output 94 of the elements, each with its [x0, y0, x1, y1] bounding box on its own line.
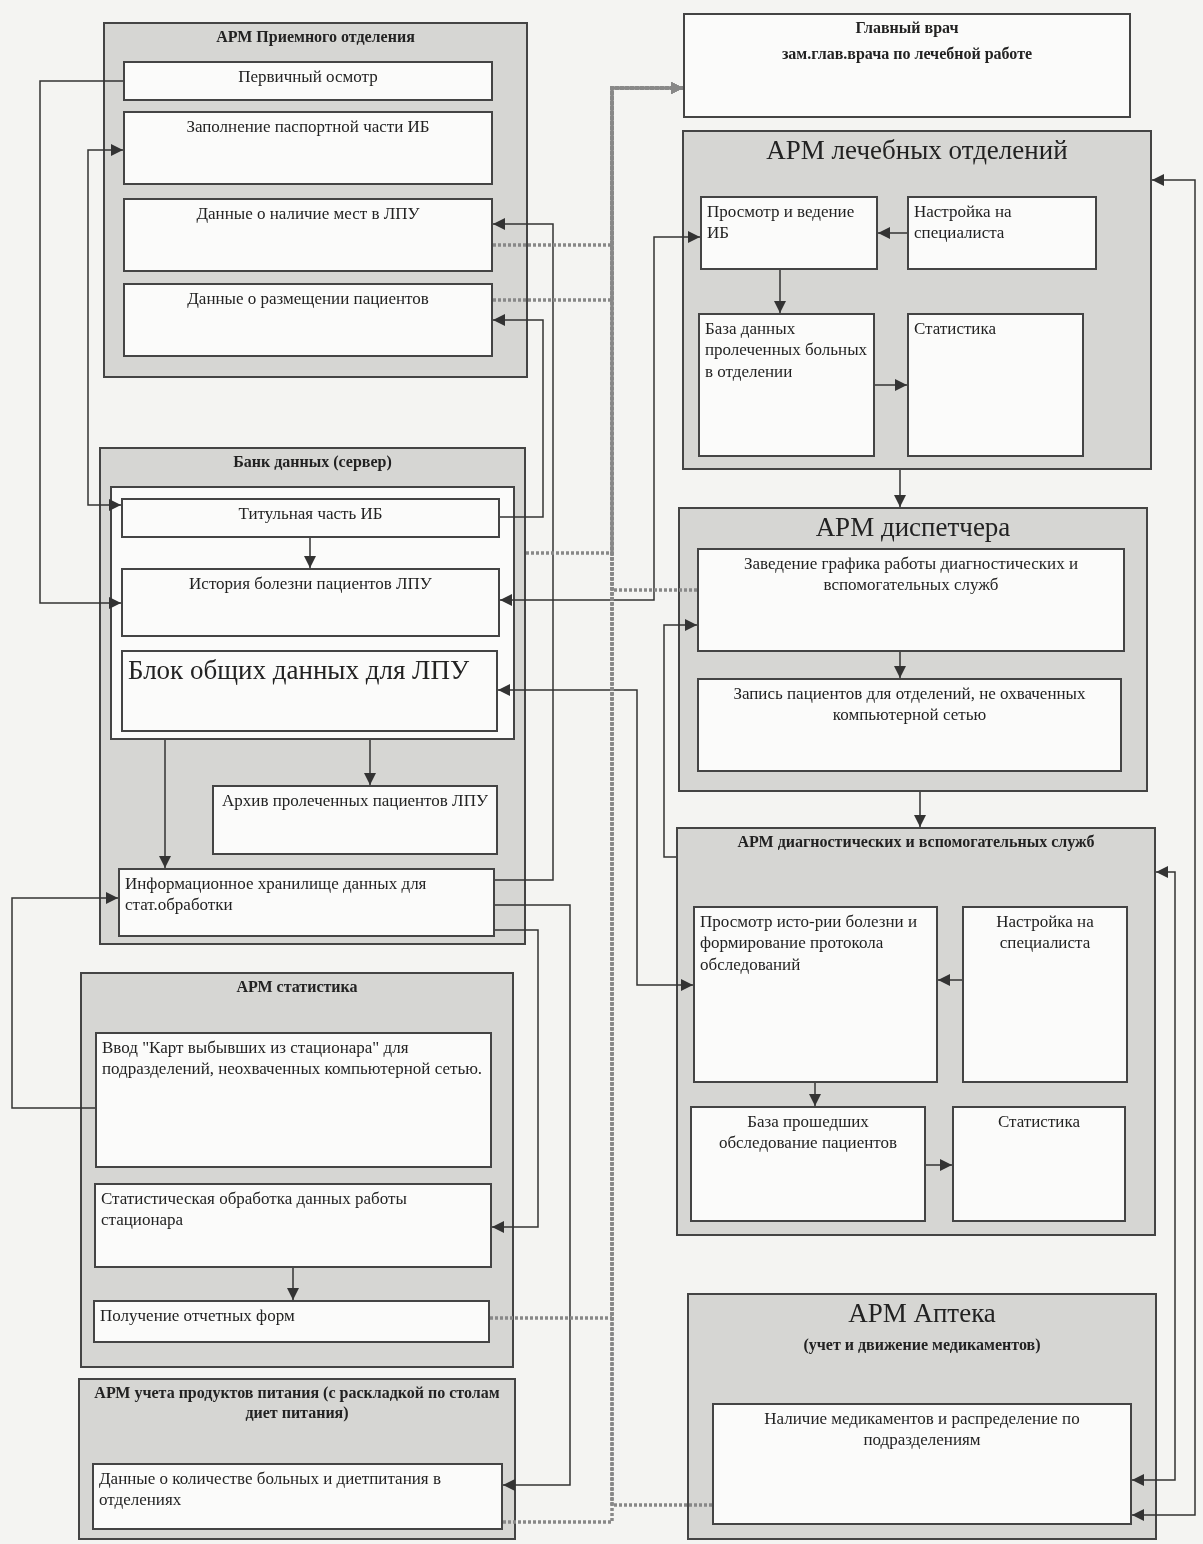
box-text: Настройка на специалиста	[995, 911, 1095, 955]
group-title: АРМ диагностических и вспомогательных служб	[736, 832, 1096, 853]
arrow	[11, 892, 119, 1109]
box-text: База данных пролеченных больных в отделении	[704, 318, 869, 383]
group-title: (учет и движение медикаментов)	[802, 1335, 1042, 1356]
process-box	[95, 1032, 492, 1168]
process-box	[907, 196, 1097, 270]
arrow	[809, 1082, 821, 1107]
box-text: Первичный осмотр	[237, 66, 379, 88]
process-box	[93, 1300, 490, 1343]
process-box	[962, 906, 1128, 1083]
process-box	[907, 313, 1084, 457]
box-text: Статистика	[997, 1111, 1081, 1133]
arrow	[894, 469, 906, 508]
process-box	[94, 1183, 492, 1268]
arrow	[497, 684, 694, 991]
process-box	[693, 906, 938, 1083]
arrow	[87, 144, 124, 511]
arrow	[492, 314, 544, 518]
arrow	[937, 974, 963, 986]
box-text: Заполнение паспортной части ИБ	[185, 116, 431, 138]
box-text: Получение отчетных форм	[99, 1305, 296, 1327]
group-panel	[80, 972, 514, 1368]
arrow	[1131, 866, 1176, 1486]
process-box	[121, 568, 500, 637]
group-panel	[103, 22, 528, 378]
group-title: Банк данных (сервер)	[232, 452, 393, 473]
box-text: База прошедших обследование пациентов	[717, 1111, 899, 1155]
group-panel	[682, 130, 1152, 470]
arrow	[1131, 174, 1196, 1521]
group-title: АРМ диспетчера	[814, 511, 1012, 544]
group-title: АРМ лечебных отделений	[765, 134, 1069, 167]
box-text: Настройка на специалиста	[913, 201, 1013, 245]
process-box	[212, 785, 498, 855]
arrow	[39, 80, 124, 609]
group-panel	[678, 507, 1148, 792]
process-box	[118, 868, 495, 937]
process-box	[712, 1403, 1132, 1525]
box-text: Заведение графика работы диагностических и вспомогательных служб	[742, 553, 1080, 597]
process-box	[952, 1106, 1126, 1222]
arrow	[287, 1267, 299, 1301]
group-panel	[676, 827, 1156, 1236]
arrow	[499, 231, 701, 606]
arrow	[491, 929, 539, 1233]
arrow	[159, 739, 171, 869]
process-box	[697, 678, 1122, 772]
process-box	[92, 1463, 503, 1530]
group-panel	[99, 447, 526, 945]
box-text: Статистическая обработка данных работы стационара	[100, 1188, 408, 1232]
arrow	[914, 791, 926, 828]
box-text: зам.глав.врача по лечебной работе	[780, 44, 1034, 65]
arrow	[925, 1159, 953, 1171]
arrow	[492, 218, 554, 881]
group-panel	[78, 1378, 516, 1540]
group-title: АРМ учета продуктов питания (с раскладкой по столам диет питания)	[93, 1383, 501, 1423]
process-box	[698, 313, 875, 457]
process-box	[121, 498, 500, 538]
box-text: Титульная часть ИБ	[237, 503, 384, 525]
process-box	[123, 111, 493, 185]
process-box	[121, 650, 498, 732]
arrow	[894, 651, 906, 679]
process-box	[123, 61, 493, 101]
process-box	[690, 1106, 926, 1222]
process-box	[123, 198, 493, 272]
group-panel	[110, 486, 515, 740]
box-text: Данные о размещении пациентов	[186, 288, 430, 310]
process-box	[683, 13, 1131, 118]
box-text: Просмотр исто-рии болезни и формирование протокола обследований	[699, 911, 919, 976]
process-box	[123, 283, 493, 357]
box-text: Информационное хранилище данных для стат.обработки	[124, 873, 428, 917]
box-text: История болезни пациентов ЛПУ	[188, 573, 433, 595]
box-text: Данные о количестве больных и диетпитания в отделениях	[98, 1468, 442, 1512]
box-text: Ввод "Карт выбывших из стационара" для подразделений, неохваченных компьютерной сетью.	[101, 1037, 484, 1081]
box-text: Наличие медикаментов и распределение по подразделениям	[763, 1408, 1081, 1452]
box-text: Блок общих данных для ЛПУ	[127, 654, 471, 687]
box-text: Архив пролеченных пациентов ЛПУ	[221, 790, 489, 812]
arrow	[774, 269, 786, 314]
group-title: АРМ Аптека	[847, 1297, 997, 1330]
box-text: Статистика	[913, 318, 997, 340]
box-text: Главный врач	[854, 18, 960, 39]
box-text: Просмотр и ведение ИБ	[706, 201, 856, 245]
box-text: Данные о наличие мест в ЛПУ	[195, 203, 421, 225]
arrow	[877, 227, 908, 239]
arrow	[304, 537, 316, 569]
group-title: АРМ статистика	[235, 977, 359, 997]
process-box	[697, 548, 1125, 652]
arrow	[494, 904, 571, 1491]
group-title: АРМ Приемного отделения	[215, 27, 416, 48]
arrow	[874, 379, 908, 391]
group-panel	[687, 1293, 1157, 1540]
arrow	[364, 739, 376, 786]
box-text: Запись пациентов для отделений, не охваченных компьютерной сетью	[732, 683, 1087, 727]
arrow	[663, 619, 698, 858]
process-box	[700, 196, 878, 270]
